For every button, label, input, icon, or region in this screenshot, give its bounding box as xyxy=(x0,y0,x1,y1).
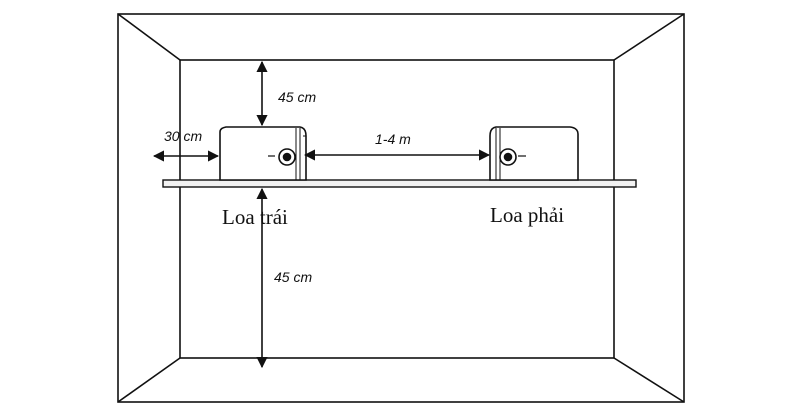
room-outer-wall xyxy=(117,13,685,403)
floor-clearance-label: 45 cm xyxy=(274,269,312,285)
right-speaker-label: Loa phải xyxy=(490,203,564,227)
dimension-arrows xyxy=(152,60,491,369)
room-edge-top-right xyxy=(613,13,685,61)
room-outline xyxy=(117,13,685,403)
left-speaker-label: Loa trái xyxy=(222,205,288,229)
right-speaker xyxy=(489,126,579,181)
room-edge-bottom-right xyxy=(613,357,685,403)
left-speaker xyxy=(219,126,307,181)
top-clearance-label: 45 cm xyxy=(278,89,316,105)
speaker-spacing-label: 1-4 m xyxy=(375,131,411,147)
side-clearance-label: 30 cm xyxy=(164,128,202,144)
room-edge-bottom-left xyxy=(117,357,181,403)
shelf xyxy=(162,179,637,188)
room-edge-top-left xyxy=(117,13,181,61)
room-back-wall xyxy=(179,59,615,359)
